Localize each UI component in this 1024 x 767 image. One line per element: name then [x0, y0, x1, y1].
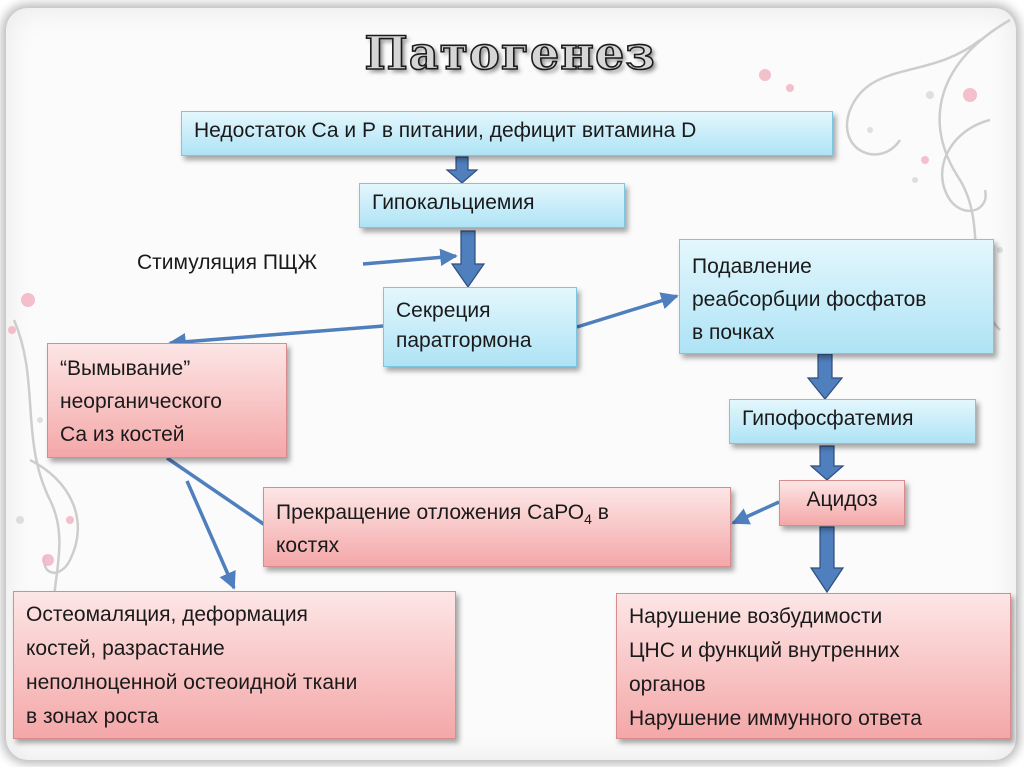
block-arrow-hypophosphatemia-to-acidosis	[809, 445, 845, 481]
node-leaching: “Вымывание” неорганического Са из костей	[47, 343, 287, 458]
node-cns-disorder-line1: Нарушение возбудимости	[629, 605, 883, 628]
node-pth-secretion-line2: паратгормона	[396, 329, 532, 352]
node-deposition-stop: Прекращение отложения СаРО4 в костях	[263, 487, 731, 567]
arrow-secretion-to-leaching	[168, 324, 384, 351]
node-cns-disorder-line3: органов	[629, 673, 706, 696]
deposition-subscript: 4	[584, 511, 592, 528]
node-hypocalcemia: Гипокальциемия	[359, 183, 625, 228]
node-hypophosphatemia: Гипофосфатемия	[729, 399, 976, 444]
label-stimulation: Стимуляция ПЩЖ	[137, 251, 317, 274]
node-pth-secretion: Секреция паратгормона	[383, 287, 577, 367]
node-phosphate-suppression-line3: в почках	[692, 321, 775, 344]
node-leaching-line2: неорганического	[60, 390, 222, 413]
node-pth-secretion-line1: Секреция	[396, 299, 491, 322]
node-osteomalacia-line4: в зонах роста	[26, 705, 159, 728]
deposition-text-b: в	[591, 501, 609, 524]
node-leaching-line1: “Вымывание”	[60, 357, 191, 380]
block-arrow-suppression-to-hypophosphatemia	[806, 353, 844, 400]
node-osteomalacia: Остеомаляция, деформация костей, разраст…	[13, 591, 456, 739]
node-deficiency: Недостаток Са и Р в питании, дефицит вит…	[181, 111, 833, 156]
arrow-stimulation-to-secretion	[362, 248, 458, 267]
block-arrow-deficiency-to-hypocalcemia	[445, 156, 479, 184]
page-title: Патогенез	[364, 25, 656, 81]
node-acidosis: Ацидоз	[779, 480, 905, 526]
node-acidosis-text: Ацидоз	[806, 488, 878, 511]
node-deposition-stop-line2: костях	[276, 534, 340, 557]
node-osteomalacia-line3: неполноценной остеоидной ткани	[26, 671, 358, 694]
node-osteomalacia-line1: Остеомаляция, деформация	[26, 603, 308, 626]
node-cns-disorder: Нарушение возбудимости ЦНС и функций вну…	[616, 593, 1011, 739]
node-deficiency-text: Недостаток Са и Р в питании, дефицит вит…	[194, 119, 697, 142]
node-phosphate-suppression-line1: Подавление	[692, 255, 812, 278]
block-arrow-hypocalcemia-to-secretion	[450, 230, 486, 289]
node-cns-disorder-line4: Нарушение иммунного ответа	[629, 707, 922, 730]
node-cns-disorder-line2: ЦНС и функций внутренних	[629, 639, 900, 662]
arrow-leaching-to-osteomalacia	[185, 480, 236, 590]
block-arrow-acidosis-to-cns	[809, 526, 845, 594]
node-osteomalacia-line2: костей, разрастание	[26, 637, 225, 660]
arrow-secretion-to-suppression	[576, 292, 679, 329]
node-deposition-stop-line1: Прекращение отложения СаРО4 в	[276, 496, 718, 529]
arrow-acidosis-to-deposition	[731, 500, 780, 525]
node-leaching-line3: Са из костей	[60, 423, 185, 446]
node-phosphate-suppression-line2: реабсорбции фосфатов	[692, 288, 927, 311]
deposition-text-a: Прекращение отложения СаРО	[276, 501, 585, 524]
node-phosphate-suppression: Подавление реабсорбции фосфатов в почках	[679, 239, 994, 354]
node-hypophosphatemia-text: Гипофосфатемия	[742, 407, 914, 430]
node-hypocalcemia-text: Гипокальциемия	[372, 191, 535, 214]
connector-leaching-to-deposition	[166, 456, 266, 527]
